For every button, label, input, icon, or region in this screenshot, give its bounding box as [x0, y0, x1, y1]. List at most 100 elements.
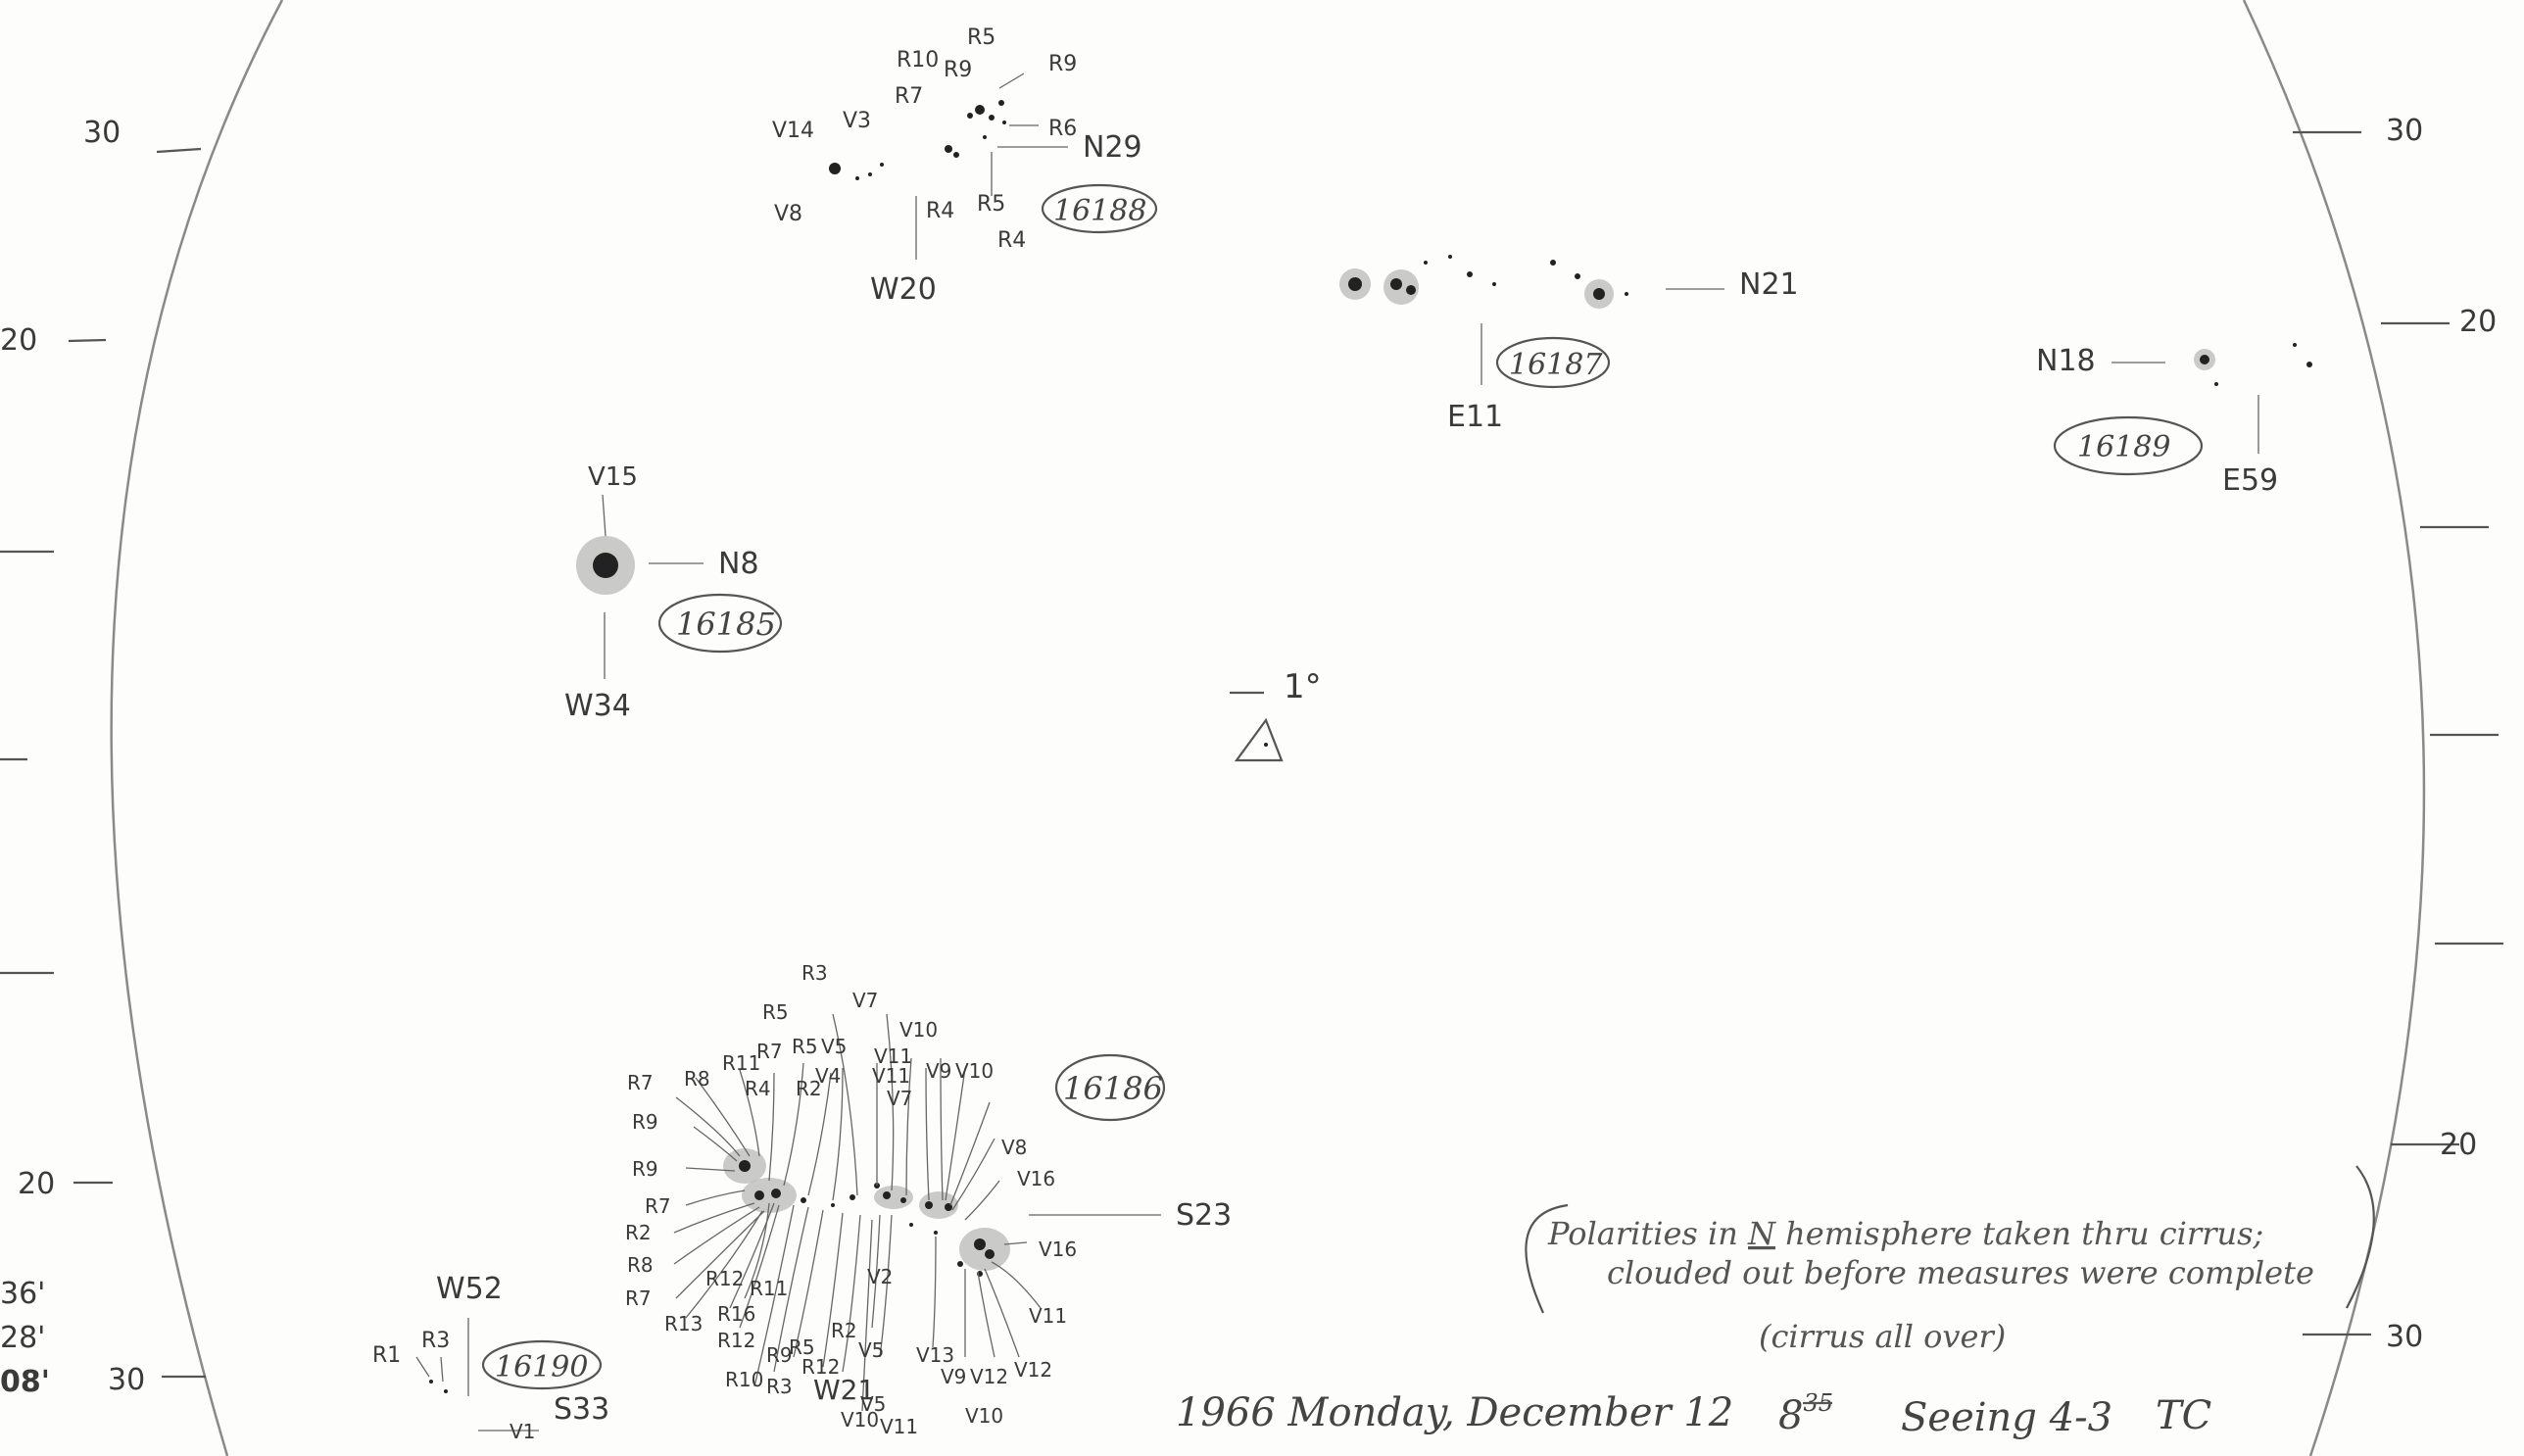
- polarity-label: R7: [625, 1286, 652, 1310]
- region-16188-lat: N29: [1083, 130, 1142, 165]
- lat-label-left-20-south: 20: [18, 1167, 55, 1201]
- polarity-label: R12: [705, 1267, 744, 1290]
- sunspot-group-16186: [723, 1148, 1010, 1277]
- polarity-label: R5: [762, 1000, 789, 1024]
- polarity-label: V8: [774, 202, 802, 226]
- polarity-label: R4: [997, 228, 1026, 253]
- polarity-label: R5: [977, 192, 1005, 217]
- polarity-label: V11: [874, 1044, 912, 1068]
- polarity-label: V4: [815, 1064, 841, 1088]
- polarity-label: R8: [684, 1067, 710, 1091]
- polarity-label: R1: [372, 1343, 401, 1368]
- region-16185-polarity: V15: [588, 462, 638, 492]
- polarity-label: R5: [789, 1335, 815, 1359]
- region-16185-number: 16185: [676, 606, 776, 643]
- region-16189-lat: N18: [2036, 344, 2096, 378]
- region-16189-number-ellipse: [2053, 415, 2204, 476]
- polarity-label: R7: [895, 84, 923, 109]
- polarity-label: V11: [880, 1415, 918, 1438]
- scale-marker-label: 1°: [1284, 667, 1322, 706]
- polarity-label: R7: [627, 1071, 654, 1094]
- polarity-label: V10: [965, 1404, 1003, 1428]
- polarity-label: V2: [867, 1265, 893, 1288]
- region-16186-number: 16186: [1063, 1070, 1163, 1107]
- polarity-label: V11: [1029, 1304, 1067, 1328]
- sunspot-group-16187: [1339, 255, 1628, 309]
- polarity-label: V3: [843, 109, 871, 133]
- region-16188-lon: W20: [870, 272, 937, 307]
- polarity-label: R6: [1048, 117, 1077, 141]
- region-16187-lon: E11: [1447, 400, 1503, 434]
- polarity-label: V7: [887, 1087, 912, 1110]
- observation-time: 835: [1778, 1389, 1833, 1438]
- lat-label-right-20-north: 20: [2459, 305, 2497, 339]
- observation-date: 1966 Monday, December 12: [1176, 1390, 1733, 1435]
- region-16185-lat: N8: [718, 547, 759, 581]
- region-16187-number: 16187: [1509, 348, 1603, 382]
- polarity-label: R10: [725, 1368, 763, 1391]
- polarity-label: R2: [831, 1319, 857, 1342]
- polarity-label: R5: [792, 1035, 818, 1058]
- polarity-label: V9: [941, 1365, 966, 1388]
- lat-label-right-20-south: 20: [2440, 1128, 2477, 1162]
- polarity-label: R9: [766, 1343, 793, 1367]
- region-16186-lat: S23: [1176, 1198, 1232, 1233]
- region-16186-number-ellipse: [1054, 1053, 1166, 1122]
- polarity-label: R12: [717, 1329, 755, 1352]
- region-16190: W52 R1 R3 V1 S33 16190: [372, 1272, 609, 1443]
- polarity-label: R12: [801, 1355, 840, 1379]
- polarity-label: R10: [897, 48, 939, 73]
- polarity-label: V1: [510, 1420, 535, 1443]
- polarity-label: R13: [664, 1312, 703, 1335]
- observer-initials: TC: [2156, 1393, 2211, 1438]
- region-16185-lon: W34: [564, 689, 631, 723]
- sunspot-group-16188: [829, 100, 1006, 180]
- polarity-label: V13: [916, 1343, 954, 1367]
- polarity-label: V16: [1017, 1167, 1055, 1190]
- region-16189: N18 E59 16189: [2036, 343, 2312, 498]
- corner-reading-1: 36': [0, 1277, 45, 1311]
- note-hemisphere-n: N: [1747, 1215, 1776, 1252]
- lat-label-left-30-north: 30: [83, 116, 121, 150]
- polarity-label: V5: [821, 1035, 847, 1058]
- polarity-label: R8: [627, 1253, 654, 1277]
- sunspot-16185: [576, 536, 635, 595]
- polarity-label: V8: [1001, 1136, 1027, 1159]
- note-line-2: clouded out before measures were complet…: [1607, 1254, 2314, 1291]
- polarity-label: R5: [967, 25, 995, 50]
- polarity-label: R4: [926, 199, 954, 223]
- polarity-label: R3: [766, 1375, 793, 1398]
- polarity-label: R9: [632, 1110, 658, 1134]
- polarity-label: V10: [899, 1018, 938, 1042]
- polarity-label: V14: [772, 119, 814, 143]
- polarity-label: V11: [872, 1064, 910, 1088]
- polarity-label: V12: [1014, 1358, 1052, 1382]
- polarity-label: R2: [625, 1221, 652, 1244]
- polarity-label: R11: [750, 1277, 788, 1300]
- region-16187-lat: N21: [1739, 267, 1799, 302]
- region-16187: N21 E11 16187: [1339, 255, 1799, 434]
- lat-label-right-30-south: 30: [2386, 1320, 2423, 1354]
- region-16188-number: 16188: [1053, 194, 1146, 228]
- polarity-label: R4: [745, 1077, 771, 1100]
- solar-limb-right: [2242, 0, 2426, 1456]
- polarity-label: V5: [858, 1338, 884, 1362]
- region-16186-lon: W21: [813, 1374, 875, 1406]
- lat-label-left-20-north: 20: [0, 323, 37, 358]
- polarity-label: R9: [632, 1157, 658, 1181]
- region-16190-lat: S33: [554, 1392, 609, 1427]
- region-16188-number-ellipse: [1041, 183, 1158, 234]
- region-16186: S23 16186 R3 R5 V7 V10 V11 V9 V10 R7 R8 …: [625, 961, 1232, 1438]
- region-16185-number-ellipse: [657, 593, 783, 654]
- polarity-label: R3: [421, 1329, 450, 1353]
- polarity-label: V16: [1039, 1238, 1077, 1261]
- polarity-label: V10: [841, 1408, 879, 1432]
- polarity-label: R9: [1048, 52, 1077, 76]
- region-16189-number: 16189: [2077, 430, 2170, 464]
- region-16187-number-ellipse: [1495, 336, 1611, 389]
- solar-limb-left: [110, 0, 284, 1456]
- polarity-label: V7: [852, 989, 878, 1012]
- latitude-ticks-right: [2293, 130, 2503, 1336]
- note-line-3: (cirrus all over): [1759, 1318, 2006, 1355]
